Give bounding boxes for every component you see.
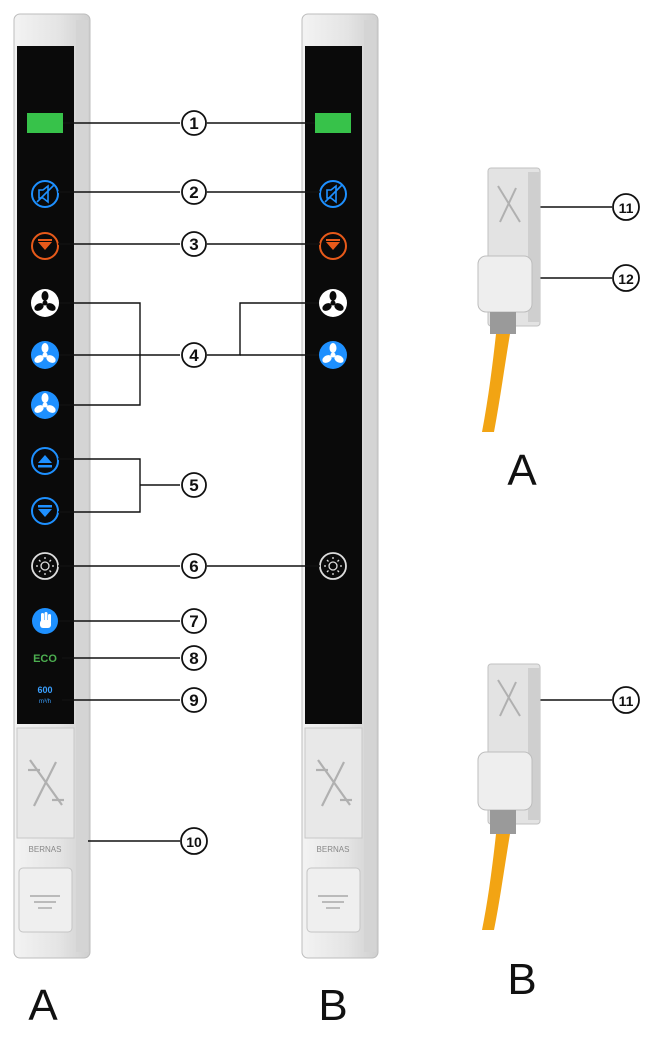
callout-11-bottom: 11 xyxy=(612,686,640,714)
brand-label: BERNAS xyxy=(29,845,62,854)
panel-b-housing: BERNAS xyxy=(304,727,363,933)
logo-icon xyxy=(28,759,64,807)
callout-1-label: 1 xyxy=(189,114,198,133)
lift-down-button[interactable] xyxy=(31,497,59,525)
fan-high-button[interactable] xyxy=(31,391,59,419)
manual-button[interactable] xyxy=(32,608,58,634)
callout-4-label: 4 xyxy=(189,346,199,365)
mute-icon xyxy=(36,184,55,204)
fan-mid-icon xyxy=(34,343,56,363)
callout-7-label: 7 xyxy=(189,612,198,631)
connector-b-cable xyxy=(482,834,510,930)
alert-button[interactable] xyxy=(31,232,59,260)
lift-up-button[interactable] xyxy=(31,447,59,475)
eco-label: ECO xyxy=(33,653,57,665)
connector-b-plug xyxy=(477,751,533,811)
alert-icon xyxy=(326,239,340,250)
callout-11-top: 11 xyxy=(612,193,640,221)
callout-2: 2 xyxy=(181,179,207,205)
callout-11b-label: 11 xyxy=(619,693,634,709)
callout-12-label: 12 xyxy=(618,271,634,287)
fan-high-icon xyxy=(34,393,56,413)
callout-5: 5 xyxy=(181,472,207,498)
lift-up-icon xyxy=(38,455,52,468)
mute-icon xyxy=(324,184,343,204)
callout-11-label: 11 xyxy=(619,200,634,216)
fan-mid-icon xyxy=(322,343,344,363)
cover-slot-icon xyxy=(318,895,348,909)
callout-5-label: 5 xyxy=(189,476,198,495)
callout-4: 4 xyxy=(181,342,207,368)
mute-button[interactable] xyxy=(31,180,59,208)
callout-2-label: 2 xyxy=(189,183,198,202)
connector-b-label: B xyxy=(507,955,536,1004)
callout-10-label: 10 xyxy=(186,834,202,850)
cover-slot-icon xyxy=(30,895,60,909)
callout-9: 9 xyxy=(181,687,207,713)
fan-low-icon xyxy=(322,291,344,311)
panel-b: BERNAS xyxy=(301,13,379,959)
fan-mid-button[interactable] xyxy=(31,341,59,369)
lift-down-icon xyxy=(38,505,52,517)
callout-3-label: 3 xyxy=(189,235,198,254)
alert-icon xyxy=(38,239,52,250)
panel-a: ECO 600 m³/h BERNAS xyxy=(13,13,91,959)
fan-low-button-b[interactable] xyxy=(319,289,347,317)
panel-b-screen xyxy=(305,46,362,724)
manual-hand-icon xyxy=(40,612,51,628)
callout-6-label: 6 xyxy=(189,557,198,576)
connector-a-label: A xyxy=(507,446,537,495)
brand-label-b: BERNAS xyxy=(317,845,350,854)
speed-unit: m³/h xyxy=(39,699,51,705)
callout-12: 12 xyxy=(612,264,640,292)
callout-8: 8 xyxy=(181,645,207,671)
alert-button-b[interactable] xyxy=(319,232,347,260)
panel-a-label: A xyxy=(28,981,58,1030)
logo-icon xyxy=(497,185,521,223)
callout-1: 1 xyxy=(181,110,207,136)
leader-lines xyxy=(58,122,612,842)
logo-icon xyxy=(316,759,352,807)
callout-6: 6 xyxy=(181,553,207,579)
callout-3: 3 xyxy=(181,231,207,257)
status-led-b xyxy=(315,113,351,133)
panel-b-label: B xyxy=(318,981,347,1030)
fan-mid-button-b[interactable] xyxy=(319,341,347,369)
logo-icon xyxy=(497,679,521,717)
fan-low-button[interactable] xyxy=(31,289,59,317)
status-led xyxy=(27,113,63,133)
fan-low-icon xyxy=(34,291,56,311)
light-icon xyxy=(324,557,342,575)
light-icon xyxy=(36,557,54,575)
panel-a-side-edge xyxy=(76,20,88,952)
mute-button-b[interactable] xyxy=(319,180,347,208)
connector-a-plug xyxy=(477,255,533,313)
panel-a-housing: BERNAS xyxy=(16,727,75,933)
connector-a: A xyxy=(477,167,541,495)
callout-7: 7 xyxy=(181,608,207,634)
callout-10: 10 xyxy=(180,827,208,855)
connector-a-cable xyxy=(482,334,510,432)
connector-b: B xyxy=(477,663,541,1004)
callout-9-label: 9 xyxy=(189,691,198,710)
callout-8-label: 8 xyxy=(189,649,198,668)
speed-value: 600 xyxy=(37,685,52,695)
panel-b-side-edge xyxy=(364,20,376,952)
